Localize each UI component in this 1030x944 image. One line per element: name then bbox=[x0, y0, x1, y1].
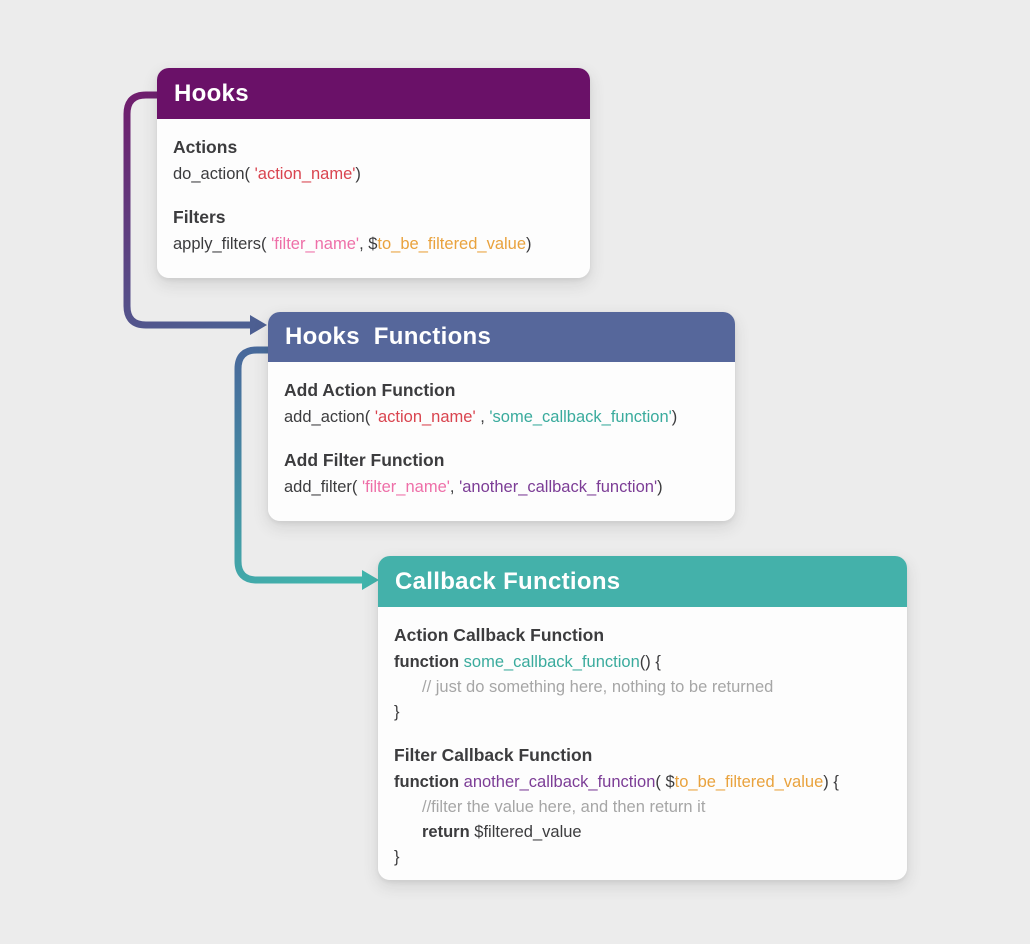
code-line: function another_callback_function( $to_… bbox=[394, 770, 889, 795]
card-hooks-functions-title: Hooks Functions bbox=[285, 323, 492, 350]
code-token: //filter the value here, and then return… bbox=[422, 798, 706, 816]
code-token: to_be_filtered_value bbox=[674, 773, 824, 791]
code-token: } bbox=[394, 703, 400, 721]
code-token: function bbox=[394, 653, 464, 671]
code-token: 'filter_name' bbox=[271, 235, 360, 253]
code-token: , bbox=[475, 408, 490, 426]
section-heading: Add Action Function bbox=[284, 380, 456, 400]
code-token: 'filter_name' bbox=[361, 478, 450, 496]
code-token: another_callback_function bbox=[463, 773, 656, 791]
code-line: } bbox=[394, 845, 889, 870]
card-hooks-header: Hooks bbox=[157, 68, 590, 119]
code-token: function bbox=[394, 773, 464, 791]
code-token: apply_filters( bbox=[173, 235, 272, 253]
code-token: 'another_callback_function' bbox=[459, 478, 658, 496]
code-line: return $filtered_value bbox=[394, 820, 889, 845]
code-token: , $ bbox=[359, 235, 378, 253]
card-hooks-title: Hooks bbox=[174, 79, 249, 107]
section-heading: Filters bbox=[173, 207, 226, 227]
card-hooks: Hooks Actions do_action( 'action_name') Fi… bbox=[157, 68, 590, 278]
code-token: add_filter( bbox=[284, 478, 362, 496]
card-hooks-functions-header: Hooks Functions bbox=[268, 312, 735, 362]
code-token: 'action_name' bbox=[374, 408, 476, 426]
section-heading: Actions bbox=[173, 137, 238, 157]
code-line: apply_filters( 'filter_name', $to_be_fil… bbox=[173, 232, 572, 257]
code-token: ) bbox=[657, 478, 663, 496]
card-callback-functions-title: Callback Functions bbox=[395, 567, 621, 595]
card-hooks-body: Actions do_action( 'action_name') Filters a… bbox=[157, 119, 590, 278]
code-token: ) bbox=[526, 235, 532, 253]
card-hooks-functions-body: Add Action Function add_action( 'action_n… bbox=[268, 362, 735, 521]
code-token: return bbox=[422, 823, 475, 841]
code-token: to_be_filtered_value bbox=[377, 235, 527, 253]
code-token: ( $ bbox=[655, 773, 675, 791]
code-token: , bbox=[449, 478, 460, 496]
arrowhead-1 bbox=[250, 315, 267, 335]
arrowhead-2 bbox=[362, 570, 379, 590]
section-heading: Action Callback Function bbox=[394, 625, 605, 645]
card-callback-functions-header: Callback Functions bbox=[378, 556, 907, 607]
code-line: add_filter( 'filter_name', 'another_call… bbox=[284, 475, 717, 500]
code-token: ) bbox=[671, 408, 678, 426]
code-token: 'some_callback_function' bbox=[489, 408, 672, 426]
card-callback-functions: Callback Functions Action Callback Funct… bbox=[378, 556, 907, 880]
code-token: $filtered_value bbox=[474, 823, 582, 841]
section-heading: Filter Callback Function bbox=[394, 745, 593, 765]
code-token: ) { bbox=[823, 773, 839, 791]
section-heading: Add Filter Function bbox=[284, 450, 445, 470]
code-token: do_action( bbox=[173, 165, 255, 183]
code-line: //filter the value here, and then return… bbox=[394, 795, 889, 820]
card-hooks-functions: Hooks Functions Add Action Function add_a… bbox=[268, 312, 735, 521]
code-token: 'action_name' bbox=[254, 165, 356, 183]
code-token: () { bbox=[639, 653, 661, 671]
code-line: } bbox=[394, 700, 889, 725]
code-line: function some_callback_function() { bbox=[394, 650, 889, 675]
code-token: } bbox=[394, 848, 400, 866]
code-token: ) bbox=[355, 165, 361, 183]
code-line: add_action( 'action_name' , 'some_callba… bbox=[284, 405, 717, 430]
code-line: // just do something here, nothing to be… bbox=[394, 675, 889, 700]
card-callback-functions-body: Action Callback Function function some_ca… bbox=[378, 607, 907, 880]
code-line: do_action( 'action_name') bbox=[173, 162, 572, 187]
code-token: // just do something here, nothing to be… bbox=[422, 678, 774, 696]
code-token: some_callback_function bbox=[463, 653, 640, 671]
code-token: add_action( bbox=[284, 408, 375, 426]
